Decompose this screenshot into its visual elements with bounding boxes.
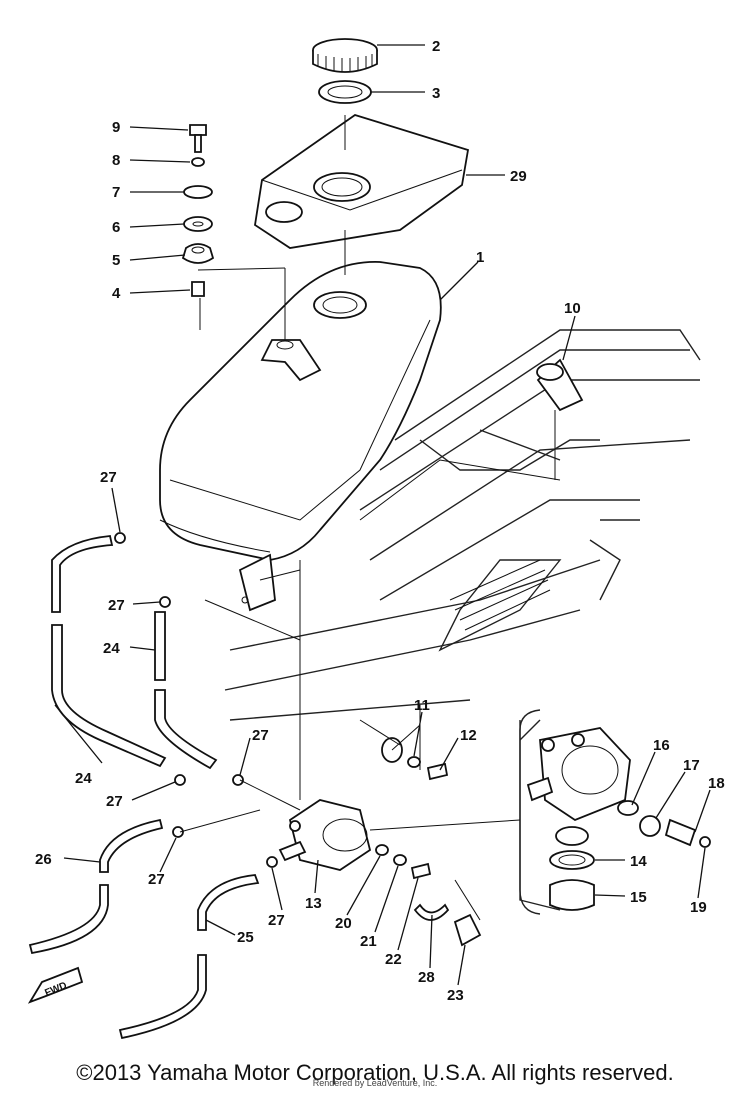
callout-1: 1 <box>476 249 484 266</box>
callout-14: 14 <box>630 853 647 870</box>
callout-27b: 27 <box>108 597 125 614</box>
callout-10: 10 <box>564 300 581 317</box>
fuel-hoses <box>28 535 260 1040</box>
fuel-cock <box>278 799 372 871</box>
callout-24b: 24 <box>75 770 92 787</box>
callout-15: 15 <box>630 889 647 906</box>
callout-29: 29 <box>510 168 527 185</box>
watermark-text: Rendered by LeadVenture, Inc. <box>312 1078 438 1088</box>
fuel-cap <box>312 38 378 73</box>
callout-6: 6 <box>112 219 120 236</box>
callout-7: 7 <box>112 184 120 201</box>
fuel-cock-detail <box>526 727 631 822</box>
small-hardware <box>375 737 482 947</box>
fuel-cock-parts <box>549 800 711 911</box>
callout-27c: 27 <box>106 793 123 810</box>
callout-27d: 27 <box>252 727 269 744</box>
callout-11: 11 <box>414 697 430 714</box>
callout-25: 25 <box>237 929 254 946</box>
fuel-tank <box>159 261 442 612</box>
cap-gasket <box>318 80 372 104</box>
callout-17: 17 <box>683 757 700 774</box>
damper-rubber <box>536 358 584 412</box>
callout-9: 9 <box>112 119 120 136</box>
callout-27e: 27 <box>148 871 165 888</box>
callout-20: 20 <box>335 915 352 932</box>
callout-21: 21 <box>360 933 377 950</box>
fwd-arrow-icon: FWD <box>27 966 84 1004</box>
callout-labels: 2 3 29 1 10 9 8 7 6 5 4 27 27 24 24 27 2… <box>35 38 725 1004</box>
callout-4: 4 <box>112 285 121 302</box>
mount-hardware <box>181 124 215 297</box>
callout-2: 2 <box>432 38 440 55</box>
callout-12: 12 <box>460 727 477 744</box>
callout-22: 22 <box>385 951 402 968</box>
callout-13: 13 <box>305 895 322 912</box>
copyright-notice: ©2013 Yamaha Motor Corporation, U.S.A. A… <box>76 1060 674 1085</box>
hose-clamps <box>114 532 278 868</box>
callout-27f: 27 <box>268 912 285 929</box>
callout-23: 23 <box>447 987 464 1004</box>
callout-5: 5 <box>112 252 120 269</box>
callout-28: 28 <box>418 969 435 986</box>
callout-3: 3 <box>432 85 440 102</box>
callout-27a: 27 <box>100 469 117 486</box>
tank-cover <box>254 114 470 249</box>
frame-outline <box>224 329 701 911</box>
callout-18: 18 <box>708 775 725 792</box>
assembly-lines <box>179 115 561 921</box>
callout-19: 19 <box>690 899 707 916</box>
subassembly-bracket <box>519 709 541 915</box>
callout-24a: 24 <box>103 640 120 657</box>
leader-lines <box>54 44 711 986</box>
callout-16: 16 <box>653 737 670 754</box>
callout-26: 26 <box>35 851 52 868</box>
callout-8: 8 <box>112 152 120 169</box>
